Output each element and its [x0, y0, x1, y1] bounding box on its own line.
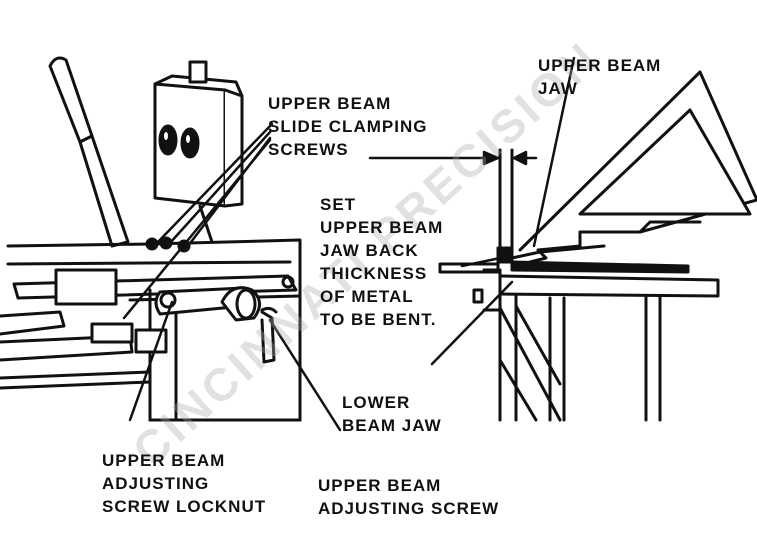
upper-beam-section [518, 70, 757, 254]
machine-diagram [0, 56, 757, 432]
leader-upper-beam-jaw [532, 56, 576, 248]
operating-handle [48, 56, 130, 248]
leader-slide-clamping-screws [122, 122, 274, 320]
adjusting-screw-assembly [154, 286, 278, 364]
jaws-and-bed [438, 148, 720, 422]
leader-adjusting-screw [268, 318, 342, 432]
clamp-block [153, 60, 244, 244]
leader-set-jaw-back [368, 150, 538, 268]
leader-adjusting-screw-locknut [128, 300, 174, 422]
lower-jaw-shelf [0, 310, 168, 422]
leader-lower-beam-jaw [430, 280, 514, 366]
